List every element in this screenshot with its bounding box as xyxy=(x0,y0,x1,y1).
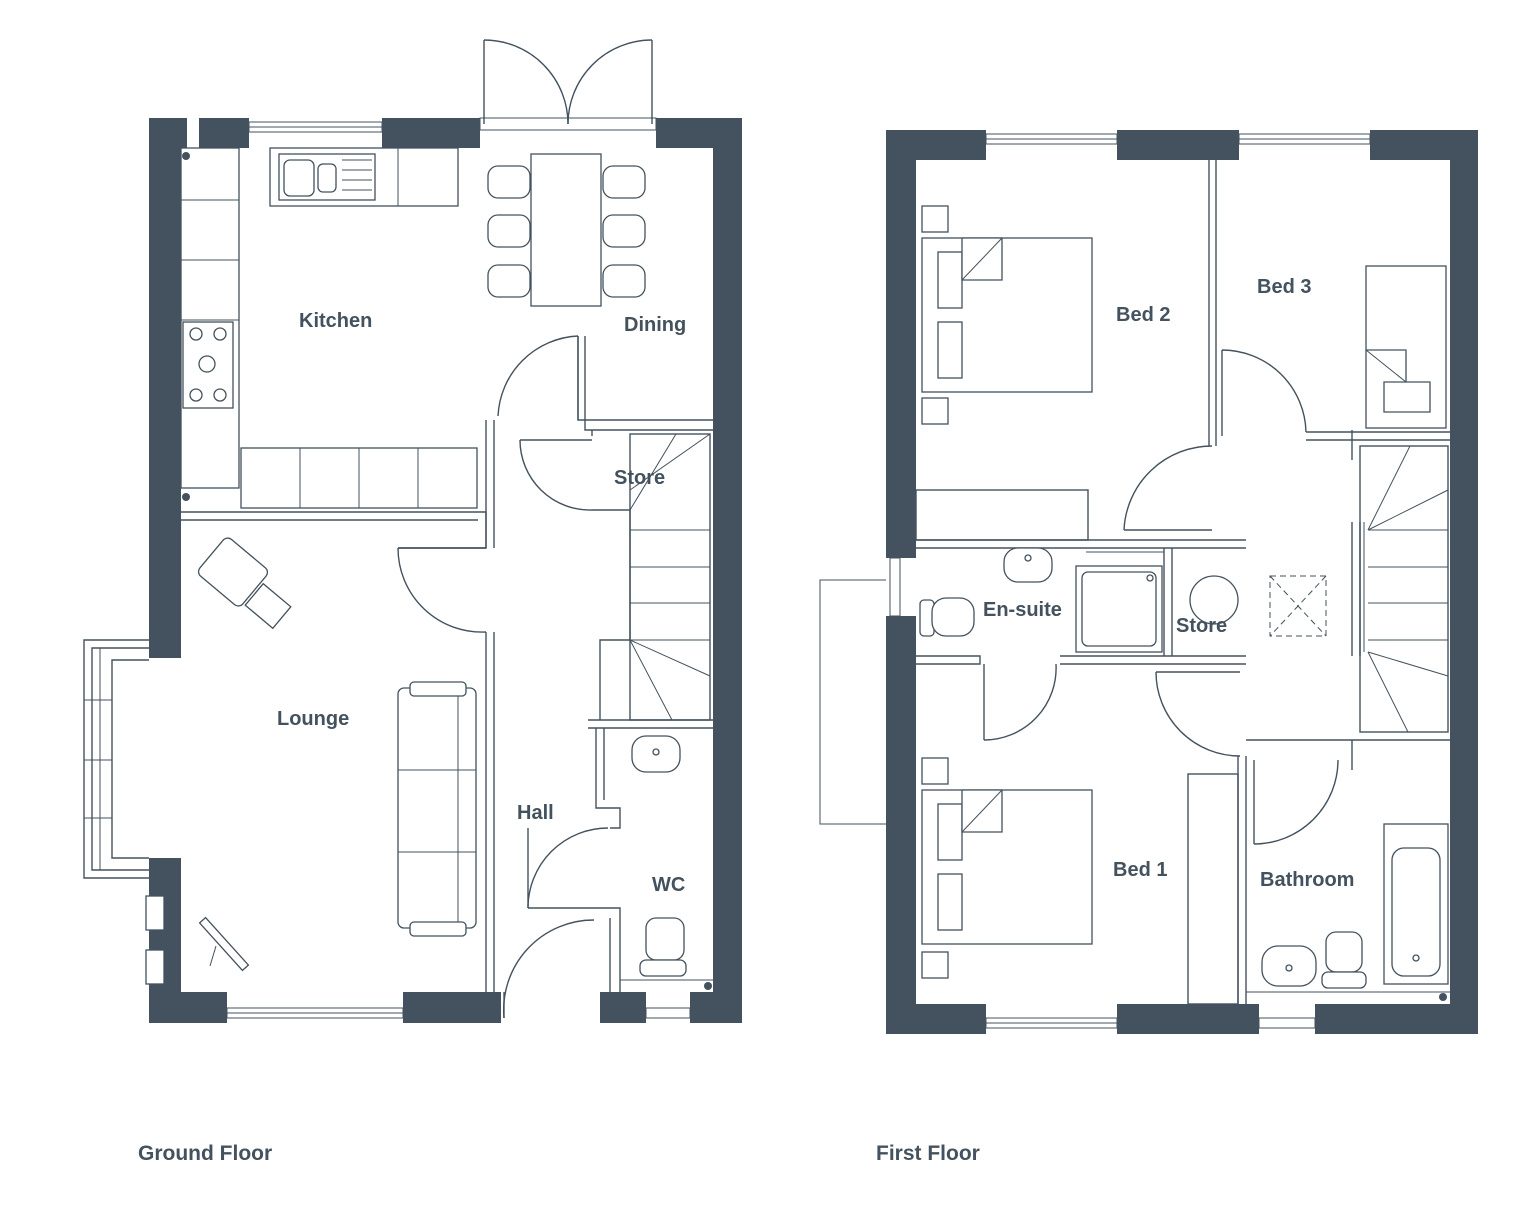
room-label-lounge: Lounge xyxy=(277,708,349,730)
first-floor-windows xyxy=(819,133,1371,1029)
first-floor-partitions xyxy=(915,160,1450,1005)
sofa-icon xyxy=(397,681,477,937)
first-floor-walls xyxy=(886,130,1478,1034)
first-floor-doors xyxy=(983,349,1339,845)
room-label-store: Store xyxy=(614,467,665,489)
first-floor-plan: Bed 2 Bed 3 En-suite Store Bed 1 Bathroo… xyxy=(819,130,1478,1034)
basin-icon xyxy=(1261,945,1317,987)
room-label-bed3: Bed 3 xyxy=(1257,276,1311,298)
room-label-bed1: Bed 1 xyxy=(1113,859,1167,881)
ground-floor-doors xyxy=(397,335,609,1019)
floor-label-ground: Ground Floor xyxy=(138,1142,272,1165)
ground-floor-walls xyxy=(149,118,742,1023)
room-label-store: Store xyxy=(1176,615,1227,637)
room-label-hall: Hall xyxy=(517,802,554,824)
room-label-ensuite: En-suite xyxy=(983,599,1062,621)
ground-floor-plan: Kitchen Dining Store Lounge Hall WC xyxy=(83,39,742,1023)
room-label-wc: WC xyxy=(652,874,685,896)
toilet-icon xyxy=(1321,931,1367,989)
stairs-icon xyxy=(629,433,711,721)
cylinder-icon xyxy=(1189,575,1239,625)
bed-icon xyxy=(1365,265,1447,429)
loft-hatch-icon xyxy=(1269,575,1327,637)
toilet-icon xyxy=(639,917,687,977)
floor-label-first: First Floor xyxy=(876,1142,980,1165)
bath-icon xyxy=(1383,823,1449,985)
toilet-icon xyxy=(919,597,975,637)
room-label-dining: Dining xyxy=(624,314,686,336)
basin-icon xyxy=(631,735,681,773)
tv-icon xyxy=(198,916,250,972)
room-label-bed2: Bed 2 xyxy=(1116,304,1170,326)
ground-floor-windows xyxy=(83,121,691,1019)
armchair-icon xyxy=(197,537,292,630)
room-label-kitchen: Kitchen xyxy=(299,310,372,332)
shower-icon xyxy=(1075,551,1164,653)
basin-icon xyxy=(1003,547,1053,583)
french-doors xyxy=(479,39,657,131)
bed-icon xyxy=(921,757,1093,979)
room-label-bathroom: Bathroom xyxy=(1260,869,1354,891)
dining-table-icon xyxy=(487,153,646,307)
bed-icon xyxy=(921,205,1093,425)
hob-icon xyxy=(182,321,234,409)
sink-icon xyxy=(278,153,376,201)
stairs-icon xyxy=(1351,445,1449,733)
